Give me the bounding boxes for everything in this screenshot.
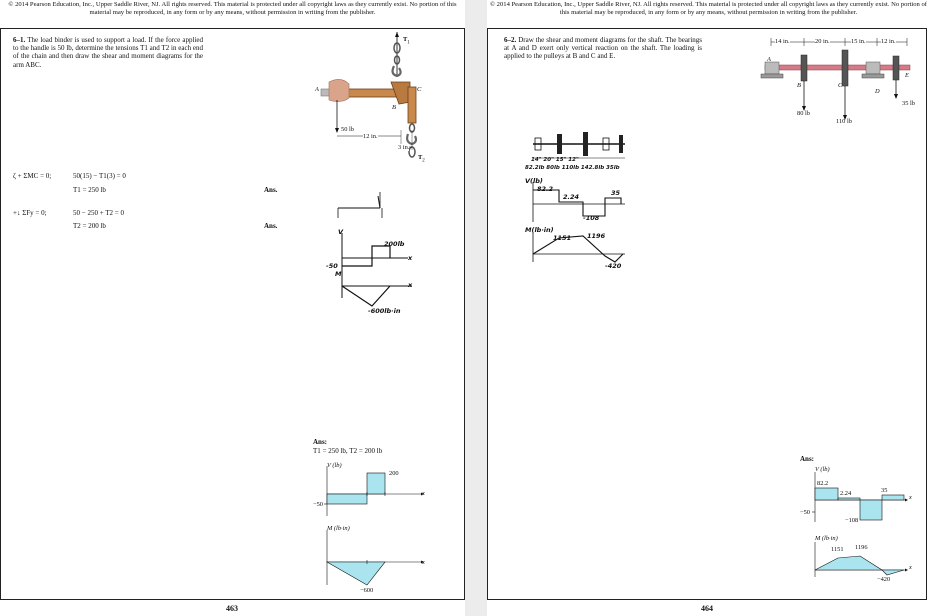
dim-12: 12 in. (881, 38, 896, 45)
shear-diagram (812, 472, 908, 522)
label-e: E (905, 72, 909, 79)
hand-m-label: M(lb·in) (525, 226, 554, 234)
hand-v4: -108 (583, 214, 600, 222)
problem-text: The load binder is used to support a loa… (13, 36, 203, 69)
hand-v-neg: -50 (326, 262, 338, 270)
label-a: A (767, 56, 771, 63)
v-neg1-label: −50 (800, 509, 810, 516)
hand-v2: 2.24 (563, 193, 580, 201)
answer-title: Ans: (800, 455, 815, 463)
hand-v-top: 200lb (384, 240, 405, 248)
v-x-label: x (422, 490, 425, 497)
moment-diagram (814, 542, 908, 577)
result-t1: T1 = 250 lb (73, 186, 106, 194)
hand-m-label: M (335, 270, 342, 278)
equation-1-label: ζ + ΣMC = 0; (13, 172, 52, 180)
dim-14: 14 in. (775, 38, 790, 45)
v-max-label: 200 (389, 470, 399, 477)
answer-title: Ans: (313, 438, 328, 446)
v-neg2-label: −108 (845, 517, 859, 524)
problem-text: Draw the shear and moment diagrams for t… (504, 36, 702, 61)
load-35: 35 lb (902, 100, 915, 107)
fig-label-force: 50 lb (341, 126, 354, 133)
fig-dim-12: 12 in. (363, 133, 378, 140)
m3-label: −420 (877, 576, 891, 583)
page-number: 463 (226, 604, 238, 613)
ans-marker-1: Ans. (264, 186, 278, 194)
copyright-notice: © 2014 Pearson Education, Inc., Upper Sa… (490, 1, 927, 16)
equation-1: 50(15) − T1(3) = 0 (73, 172, 126, 180)
v-axis-label: V (lb) (815, 466, 830, 473)
hand-v1: 82.2 (537, 185, 554, 193)
fig-label-t1: T1 (403, 36, 410, 46)
load-80: 80 lb (797, 110, 810, 117)
fig-label-t2: T2 (418, 154, 425, 164)
hand-x1: x (408, 254, 413, 262)
hand-m2: 1196 (587, 232, 606, 240)
page-463: © 2014 Pearson Education, Inc., Upper Sa… (0, 1, 465, 613)
result-t2: T2 = 200 lb (73, 222, 106, 230)
page-number: 464 (701, 604, 713, 613)
handwritten-diagrams (337, 192, 412, 307)
hand-dims: 14" 20" 15" 12" (531, 157, 579, 163)
m-axis-label: M (lb·in) (815, 535, 838, 542)
load-binder-figure (320, 32, 418, 158)
hand-m3: -420 (605, 262, 622, 270)
m-axis-label: M (lb·in) (327, 525, 350, 532)
hand-x2: x (408, 281, 413, 289)
ans-marker-2: Ans. (264, 222, 278, 230)
hand-m1: 1151 (553, 234, 572, 242)
moment-diagram (325, 530, 424, 586)
fig-label-a: A (315, 86, 319, 93)
m-min-label: −600 (360, 587, 374, 594)
m-x-label: x (909, 564, 912, 571)
hand-v-label: V(lb) (525, 177, 543, 185)
v-min-label: −50 (313, 501, 323, 508)
hand-m-min: -600lb·in (368, 307, 401, 315)
m2-label: 1196 (855, 544, 868, 551)
dim-15: 15 in. (851, 38, 866, 45)
hand-v-label: V (338, 228, 344, 236)
v-axis-label: V (lb) (327, 462, 342, 469)
dim-20: 20 in. (815, 38, 830, 45)
v1-label: 82.2 (817, 480, 829, 487)
handwritten-work (532, 132, 625, 263)
shear-diagram (324, 466, 424, 516)
label-b: B (797, 82, 801, 89)
page-frame (0, 28, 465, 600)
m1-label: 1151 (831, 546, 844, 553)
load-110: 110 lb (836, 118, 852, 125)
answer-values: T1 = 250 lb, T2 = 200 lb (313, 447, 383, 455)
v-x-label: x (909, 494, 912, 501)
page-frame (487, 28, 927, 600)
label-c: C (838, 82, 843, 89)
problem-number: 6–2. (504, 36, 517, 44)
problem-statement: 6–1. The load binder is used to support … (13, 36, 203, 69)
equation-2: 50 − 250 + T2 = 0 (73, 209, 124, 217)
m-x-label: x (422, 559, 425, 566)
fig-dim-3: 3 in. (398, 144, 410, 151)
problem-number: 6–1. (13, 36, 26, 44)
page-464: © 2014 Pearson Education, Inc., Upper Sa… (487, 0, 930, 616)
page-gutter (465, 0, 487, 616)
shaft-figure (760, 38, 911, 120)
problem-statement: 6–2. Draw the shear and moment diagrams … (504, 36, 702, 61)
hand-v3: 35 (611, 189, 621, 197)
fig-label-b: B (392, 104, 396, 111)
v2-label: 2.24 (840, 490, 852, 497)
fig-label-c: C (417, 86, 422, 93)
copyright-notice: © 2014 Pearson Education, Inc., Upper Sa… (8, 1, 457, 16)
label-d: D (875, 88, 880, 95)
equation-2-label: +↓ ΣFy = 0; (13, 209, 47, 217)
hand-forces: 82.2lb 80lb 110lb 142.8lb 35lb (525, 165, 620, 171)
v3-label: 35 (881, 487, 888, 494)
